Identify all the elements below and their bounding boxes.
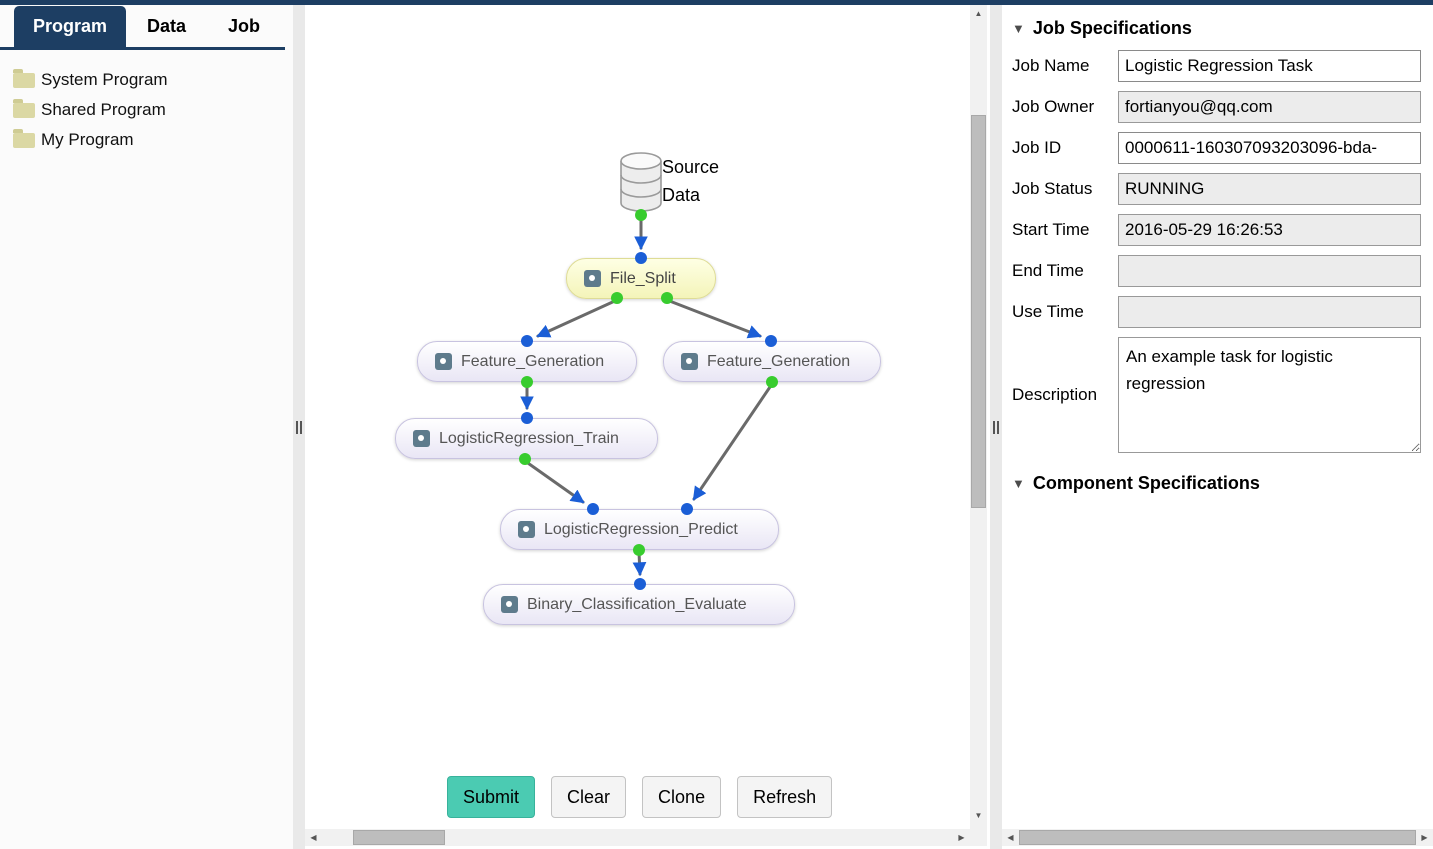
job-owner-input[interactable] bbox=[1118, 91, 1421, 123]
folder-icon bbox=[13, 128, 35, 148]
section-title: Job Specifications bbox=[1032, 18, 1192, 38]
edge-fgright-lrpredict bbox=[692, 382, 774, 501]
node-label: LogisticRegression_Predict bbox=[544, 520, 738, 538]
tab-job[interactable]: Job bbox=[228, 16, 261, 36]
field-row-start-time: Start Time bbox=[1012, 214, 1421, 246]
folder-label: System Program bbox=[41, 70, 168, 89]
field-row-job-status: Job Status bbox=[1012, 173, 1421, 205]
sidebar: Program Data Job System Program Shared P… bbox=[0, 5, 293, 849]
program-folder-list: System Program Shared Program My Program bbox=[0, 65, 293, 155]
clear-button[interactable]: Clear bbox=[551, 776, 627, 818]
tab-underline bbox=[0, 47, 285, 50]
field-label: End Time bbox=[1012, 261, 1084, 280]
edge-filesplit-fg-left bbox=[536, 298, 619, 338]
component-icon bbox=[518, 521, 535, 538]
edge-lrtrain-lrpredict bbox=[523, 459, 585, 504]
refresh-button[interactable]: Refresh bbox=[737, 776, 833, 818]
tab-program[interactable]: Program bbox=[14, 6, 127, 47]
collapse-icon[interactable]: ▼ bbox=[1012, 21, 1025, 36]
node-label: Feature_Generation bbox=[461, 352, 605, 370]
workflow-canvas[interactable]: Source Data File_Split Feature_Generatio… bbox=[305, 5, 970, 829]
source-data-label: Source Data bbox=[662, 157, 720, 205]
field-label: Job Name bbox=[1012, 56, 1090, 75]
node-label: Binary_Classification_Evaluate bbox=[527, 595, 747, 613]
sidebar-item-system-program[interactable]: System Program bbox=[0, 65, 293, 95]
tab-bar: Program Data Job bbox=[0, 5, 293, 47]
node-logisticregression-train[interactable]: LogisticRegression_Train bbox=[395, 418, 658, 459]
folder-label: Shared Program bbox=[41, 100, 166, 119]
field-label: Use Time bbox=[1012, 302, 1084, 321]
description-textarea[interactable]: An example task for logistic regression bbox=[1118, 337, 1421, 453]
panel-hscrollbar-thumb[interactable] bbox=[1019, 830, 1416, 845]
job-name-input[interactable] bbox=[1118, 50, 1421, 82]
field-label: Description bbox=[1012, 385, 1098, 404]
scroll-down-icon[interactable]: ▼ bbox=[974, 811, 983, 820]
left-splitter[interactable] bbox=[293, 5, 305, 849]
component-icon bbox=[501, 596, 518, 613]
sidebar-item-my-program[interactable]: My Program bbox=[0, 125, 293, 155]
field-label: Job Owner bbox=[1012, 97, 1095, 116]
node-feature-generation-left[interactable]: Feature_Generation bbox=[417, 341, 637, 382]
node-label: Feature_Generation bbox=[707, 352, 851, 370]
component-specifications-header: ▼ Component Specifications bbox=[1012, 473, 1421, 494]
field-label: Job ID bbox=[1012, 138, 1062, 157]
source-data-icon[interactable] bbox=[618, 150, 664, 219]
scroll-right-icon[interactable]: ▶ bbox=[958, 833, 965, 842]
component-icon bbox=[413, 430, 430, 447]
canvas-hscrollbar[interactable]: ◀ ▶ bbox=[305, 829, 970, 846]
scroll-right-icon[interactable]: ▶ bbox=[1421, 833, 1428, 842]
top-bar bbox=[0, 0, 1433, 5]
clone-button[interactable]: Clone bbox=[642, 776, 722, 818]
section-title: Component Specifications bbox=[1032, 473, 1260, 493]
node-binary-classification-evaluate[interactable]: Binary_Classification_Evaluate bbox=[483, 584, 795, 625]
end-time-input[interactable] bbox=[1118, 255, 1421, 287]
component-icon bbox=[584, 270, 601, 287]
scroll-left-icon[interactable]: ◀ bbox=[1007, 833, 1014, 842]
field-row-description: Description An example task for logistic… bbox=[1012, 337, 1421, 453]
field-row-use-time: Use Time bbox=[1012, 296, 1421, 328]
splitter-grip-icon[interactable] bbox=[993, 421, 995, 434]
edge-filesplit-fg-right bbox=[665, 298, 762, 339]
scroll-left-icon[interactable]: ◀ bbox=[310, 833, 317, 842]
job-specifications-panel: ▼ Job Specifications Job Name Job Owner … bbox=[1002, 5, 1433, 829]
component-icon bbox=[681, 353, 698, 370]
action-button-row: Submit Clear Clone Refresh bbox=[447, 776, 833, 818]
splitter-grip-icon[interactable] bbox=[296, 421, 298, 434]
canvas-vscrollbar[interactable]: ▲ ▼ bbox=[970, 5, 987, 846]
job-status-input[interactable] bbox=[1118, 173, 1421, 205]
edge-lrpredict-evaluate bbox=[632, 550, 647, 577]
folder-icon bbox=[13, 68, 35, 88]
field-row-job-id: Job ID bbox=[1012, 132, 1421, 164]
folder-icon bbox=[13, 98, 35, 118]
panel-hscrollbar[interactable]: ◀ ▶ bbox=[1002, 829, 1433, 846]
node-feature-generation-right[interactable]: Feature_Generation bbox=[663, 341, 881, 382]
use-time-input[interactable] bbox=[1118, 296, 1421, 328]
canvas-hscrollbar-thumb[interactable] bbox=[353, 830, 445, 845]
folder-label: My Program bbox=[41, 130, 134, 149]
field-row-job-owner: Job Owner bbox=[1012, 91, 1421, 123]
tab-data[interactable]: Data bbox=[147, 16, 187, 36]
node-label: File_Split bbox=[610, 269, 676, 287]
field-row-job-name: Job Name bbox=[1012, 50, 1421, 82]
job-id-input[interactable] bbox=[1118, 132, 1421, 164]
canvas-vscrollbar-thumb[interactable] bbox=[971, 115, 986, 508]
field-label: Job Status bbox=[1012, 179, 1093, 198]
collapse-icon[interactable]: ▼ bbox=[1012, 476, 1025, 491]
job-specifications-header: ▼ Job Specifications bbox=[1012, 18, 1421, 39]
submit-button[interactable]: Submit bbox=[447, 776, 536, 818]
workflow-edges-svg bbox=[519, 209, 778, 590]
node-logisticregression-predict[interactable]: LogisticRegression_Predict bbox=[500, 509, 779, 550]
field-label: Start Time bbox=[1012, 220, 1090, 239]
sidebar-item-shared-program[interactable]: Shared Program bbox=[0, 95, 293, 125]
scroll-up-icon[interactable]: ▲ bbox=[974, 9, 983, 18]
right-splitter[interactable] bbox=[990, 5, 1002, 849]
start-time-input[interactable] bbox=[1118, 214, 1421, 246]
node-file-split[interactable]: File_Split bbox=[566, 258, 716, 299]
component-icon bbox=[435, 353, 452, 370]
field-row-end-time: End Time bbox=[1012, 255, 1421, 287]
node-label: LogisticRegression_Train bbox=[439, 429, 619, 447]
